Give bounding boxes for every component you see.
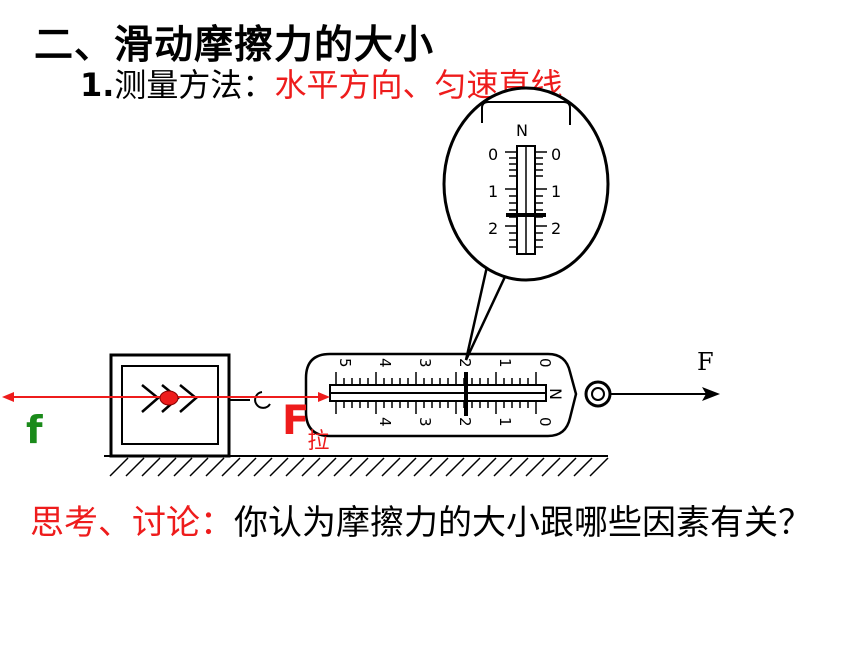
method-label: 测量方法：: [114, 66, 275, 104]
page-title: 二、滑动摩擦力的大小: [34, 23, 435, 68]
pull-force-arrow: [610, 387, 720, 401]
magnifier-tick: 0: [488, 145, 498, 164]
scale-tick: 3: [416, 358, 434, 368]
magnifier-tick: 2: [488, 219, 498, 238]
pull-force-label: F拉: [282, 398, 329, 455]
scale-tick: 5: [336, 358, 354, 368]
magnifier-unit: N: [516, 121, 528, 140]
magnifier-tick: 2: [551, 219, 561, 238]
magnifier-tick: 1: [551, 182, 561, 201]
spring-scale: 5 4 3 2 1 0 4 3 2 1 0 N: [304, 352, 612, 438]
scale-tick: 1: [496, 358, 514, 368]
discussion-text: 你认为摩擦力的大小跟哪些因素有关？: [234, 503, 812, 543]
ground: [104, 455, 609, 477]
scale-tick: 1: [496, 417, 514, 427]
scale-tick: 3: [416, 417, 434, 427]
scale-tick: 2: [456, 417, 474, 427]
magnifier-tick: 0: [551, 145, 561, 164]
scale-tick: 0: [536, 358, 554, 368]
pull-force-subscript: 拉: [307, 429, 330, 454]
scale-tick: 2: [456, 358, 474, 368]
scale-unit: N: [546, 388, 565, 400]
center-point: [159, 390, 179, 406]
discussion-lead: 思考、讨论：: [30, 503, 234, 543]
scale-tick: 4: [376, 358, 394, 368]
applied-force-label: F: [697, 348, 714, 376]
wooden-block: [109, 353, 231, 458]
discussion-question: 思考、讨论：你认为摩擦力的大小跟哪些因素有关？: [30, 498, 830, 548]
scale-tick: 0: [536, 417, 554, 427]
scale-tick: 4: [376, 417, 394, 427]
magnifier: N 0 1 2 0 1 2: [442, 86, 610, 282]
friction-label: f: [26, 408, 43, 452]
pull-force-symbol: F: [282, 398, 310, 444]
magnifier-tick: 1: [488, 182, 498, 201]
magnifier-pointer: [464, 261, 512, 361]
hook: [229, 391, 271, 409]
method-number: 1.: [80, 66, 115, 104]
force-vectors: [2, 392, 330, 402]
